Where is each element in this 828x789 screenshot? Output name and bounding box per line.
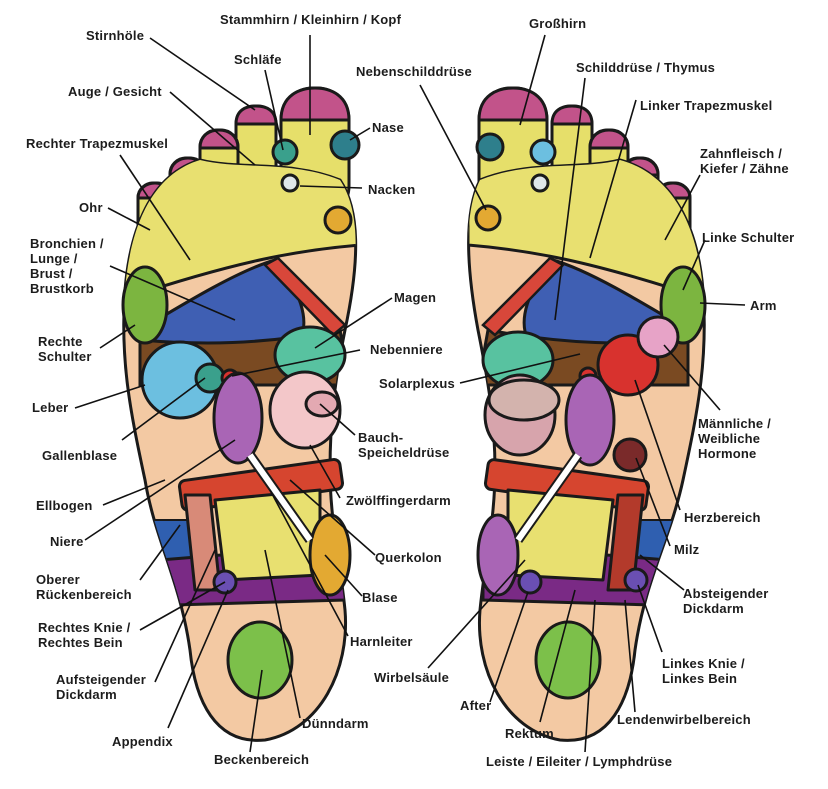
label-blase: Blase: [362, 590, 398, 605]
label-aufsteigender: Aufsteigender Dickdarm: [56, 672, 150, 702]
label-niere: Niere: [50, 534, 84, 549]
label-herzbereich: Herzbereich: [684, 510, 761, 525]
temple-dot-left: [529, 138, 557, 166]
leader-lines: [74, 34, 746, 753]
label-ohr: Ohr: [79, 200, 103, 215]
label-duenndarm: Dünndarm: [302, 716, 369, 731]
sinus-dot-left: [475, 132, 505, 162]
label-linke-schulter: Linke Schulter: [702, 230, 794, 245]
label-bauch: Bauch- Speicheldrüse: [358, 430, 449, 460]
pancreas-inner-right: [304, 390, 340, 418]
eye-dot-right: [323, 205, 353, 235]
left-foot: [467, 86, 707, 742]
label-zwoelffinger: Zwölffingerdarm: [346, 493, 451, 508]
label-gallenblase: Gallenblase: [42, 448, 117, 463]
toe-2-right-tip: [234, 104, 278, 126]
spleen-zone-left: [612, 437, 648, 473]
neck-dot-left: [530, 173, 550, 193]
label-hormone: Männliche / Weibliche Hormone: [698, 416, 775, 461]
stomach-band-left: [481, 256, 566, 337]
anus-dot-left: [517, 569, 543, 595]
label-schlaefe: Schläfe: [234, 52, 282, 67]
label-beckenbereich: Beckenbereich: [214, 752, 309, 767]
label-oberer-ruecken: Oberer Rückenbereich: [36, 572, 132, 602]
label-ellbogen: Ellbogen: [36, 498, 93, 513]
parathyroid-dot-left: [474, 204, 502, 232]
label-rechte-schulter: Rechte Schulter: [38, 334, 92, 364]
label-rechtes-knie: Rechtes Knie / Rechtes Bein: [38, 620, 134, 650]
kidney-zone-right: [212, 371, 264, 465]
neck-dot-right: [280, 173, 300, 193]
label-harnleiter: Harnleiter: [350, 634, 413, 649]
label-zahnfleisch: Zahnfleisch / Kiefer / Zähne: [700, 146, 789, 176]
label-nase: Nase: [372, 120, 404, 135]
label-stammhirn: Stammhirn / Kleinhirn / Kopf: [220, 12, 402, 27]
label-rektum: Rektum: [505, 726, 554, 741]
toe-1-right-tip: [279, 86, 351, 122]
bladder-zone-left: [476, 513, 520, 597]
toe-3-right-tip: [198, 128, 240, 150]
toe-1-left-tip: [477, 86, 549, 122]
label-auge: Auge / Gesicht: [68, 84, 162, 99]
label-leiste: Leiste / Eileiter / Lymphdrüse: [486, 754, 672, 769]
ureter-right-inner: [247, 453, 313, 542]
label-milz: Milz: [674, 542, 700, 557]
label-linker-trapez: Linker Trapezmuskel: [640, 98, 772, 113]
right-foot: [121, 86, 361, 742]
shoulder-zone-right: [121, 265, 169, 345]
label-grosshirn: Großhirn: [529, 16, 586, 31]
label-lendenwirbel: Lendenwirbelbereich: [617, 712, 751, 727]
label-leber: Leber: [32, 400, 68, 415]
label-linkes-knie: Linkes Knie / Linkes Bein: [662, 656, 749, 686]
toe-3-left-tip: [588, 128, 630, 150]
label-wirbelsaeule: Wirbelsäule: [374, 670, 449, 685]
label-absteigender: Absteigender Dickdarm: [683, 586, 772, 616]
ureter-left-inner: [515, 453, 581, 542]
label-stirnhoele: Stirnhöle: [86, 28, 144, 43]
kidney-zone-left: [564, 373, 616, 467]
label-schilddruese: Schilddrüse / Thymus: [576, 60, 715, 75]
label-nebenniere: Nebenniere: [370, 342, 443, 357]
temple-dot-right: [271, 138, 299, 166]
hormone-zone-left: [636, 315, 680, 359]
label-after: After: [460, 698, 491, 713]
label-appendix: Appendix: [112, 734, 173, 749]
label-nebenschild: Nebenschilddrüse: [356, 64, 472, 79]
labels: Stammhirn / Kleinhirn / Kopf Stirnhöle S…: [26, 12, 794, 769]
pancreas-top-left: [487, 378, 561, 422]
knee-dot-left: [623, 567, 649, 593]
label-rechter-trapez: Rechter Trapezmuskel: [26, 136, 168, 151]
label-querkolon: Querkolon: [375, 550, 442, 565]
toe-2-left-tip: [550, 104, 594, 126]
nose-dot-right: [329, 129, 361, 161]
label-nacken: Nacken: [368, 182, 415, 197]
label-bronchien: Bronchien / Lunge / Brust / Brustkorb: [30, 236, 108, 296]
pelvis-zone-right: [226, 620, 294, 700]
label-solarplexus: Solarplexus: [379, 376, 455, 391]
stomach-band-right: [262, 256, 347, 337]
label-arm: Arm: [750, 298, 777, 313]
label-magen: Magen: [394, 290, 436, 305]
